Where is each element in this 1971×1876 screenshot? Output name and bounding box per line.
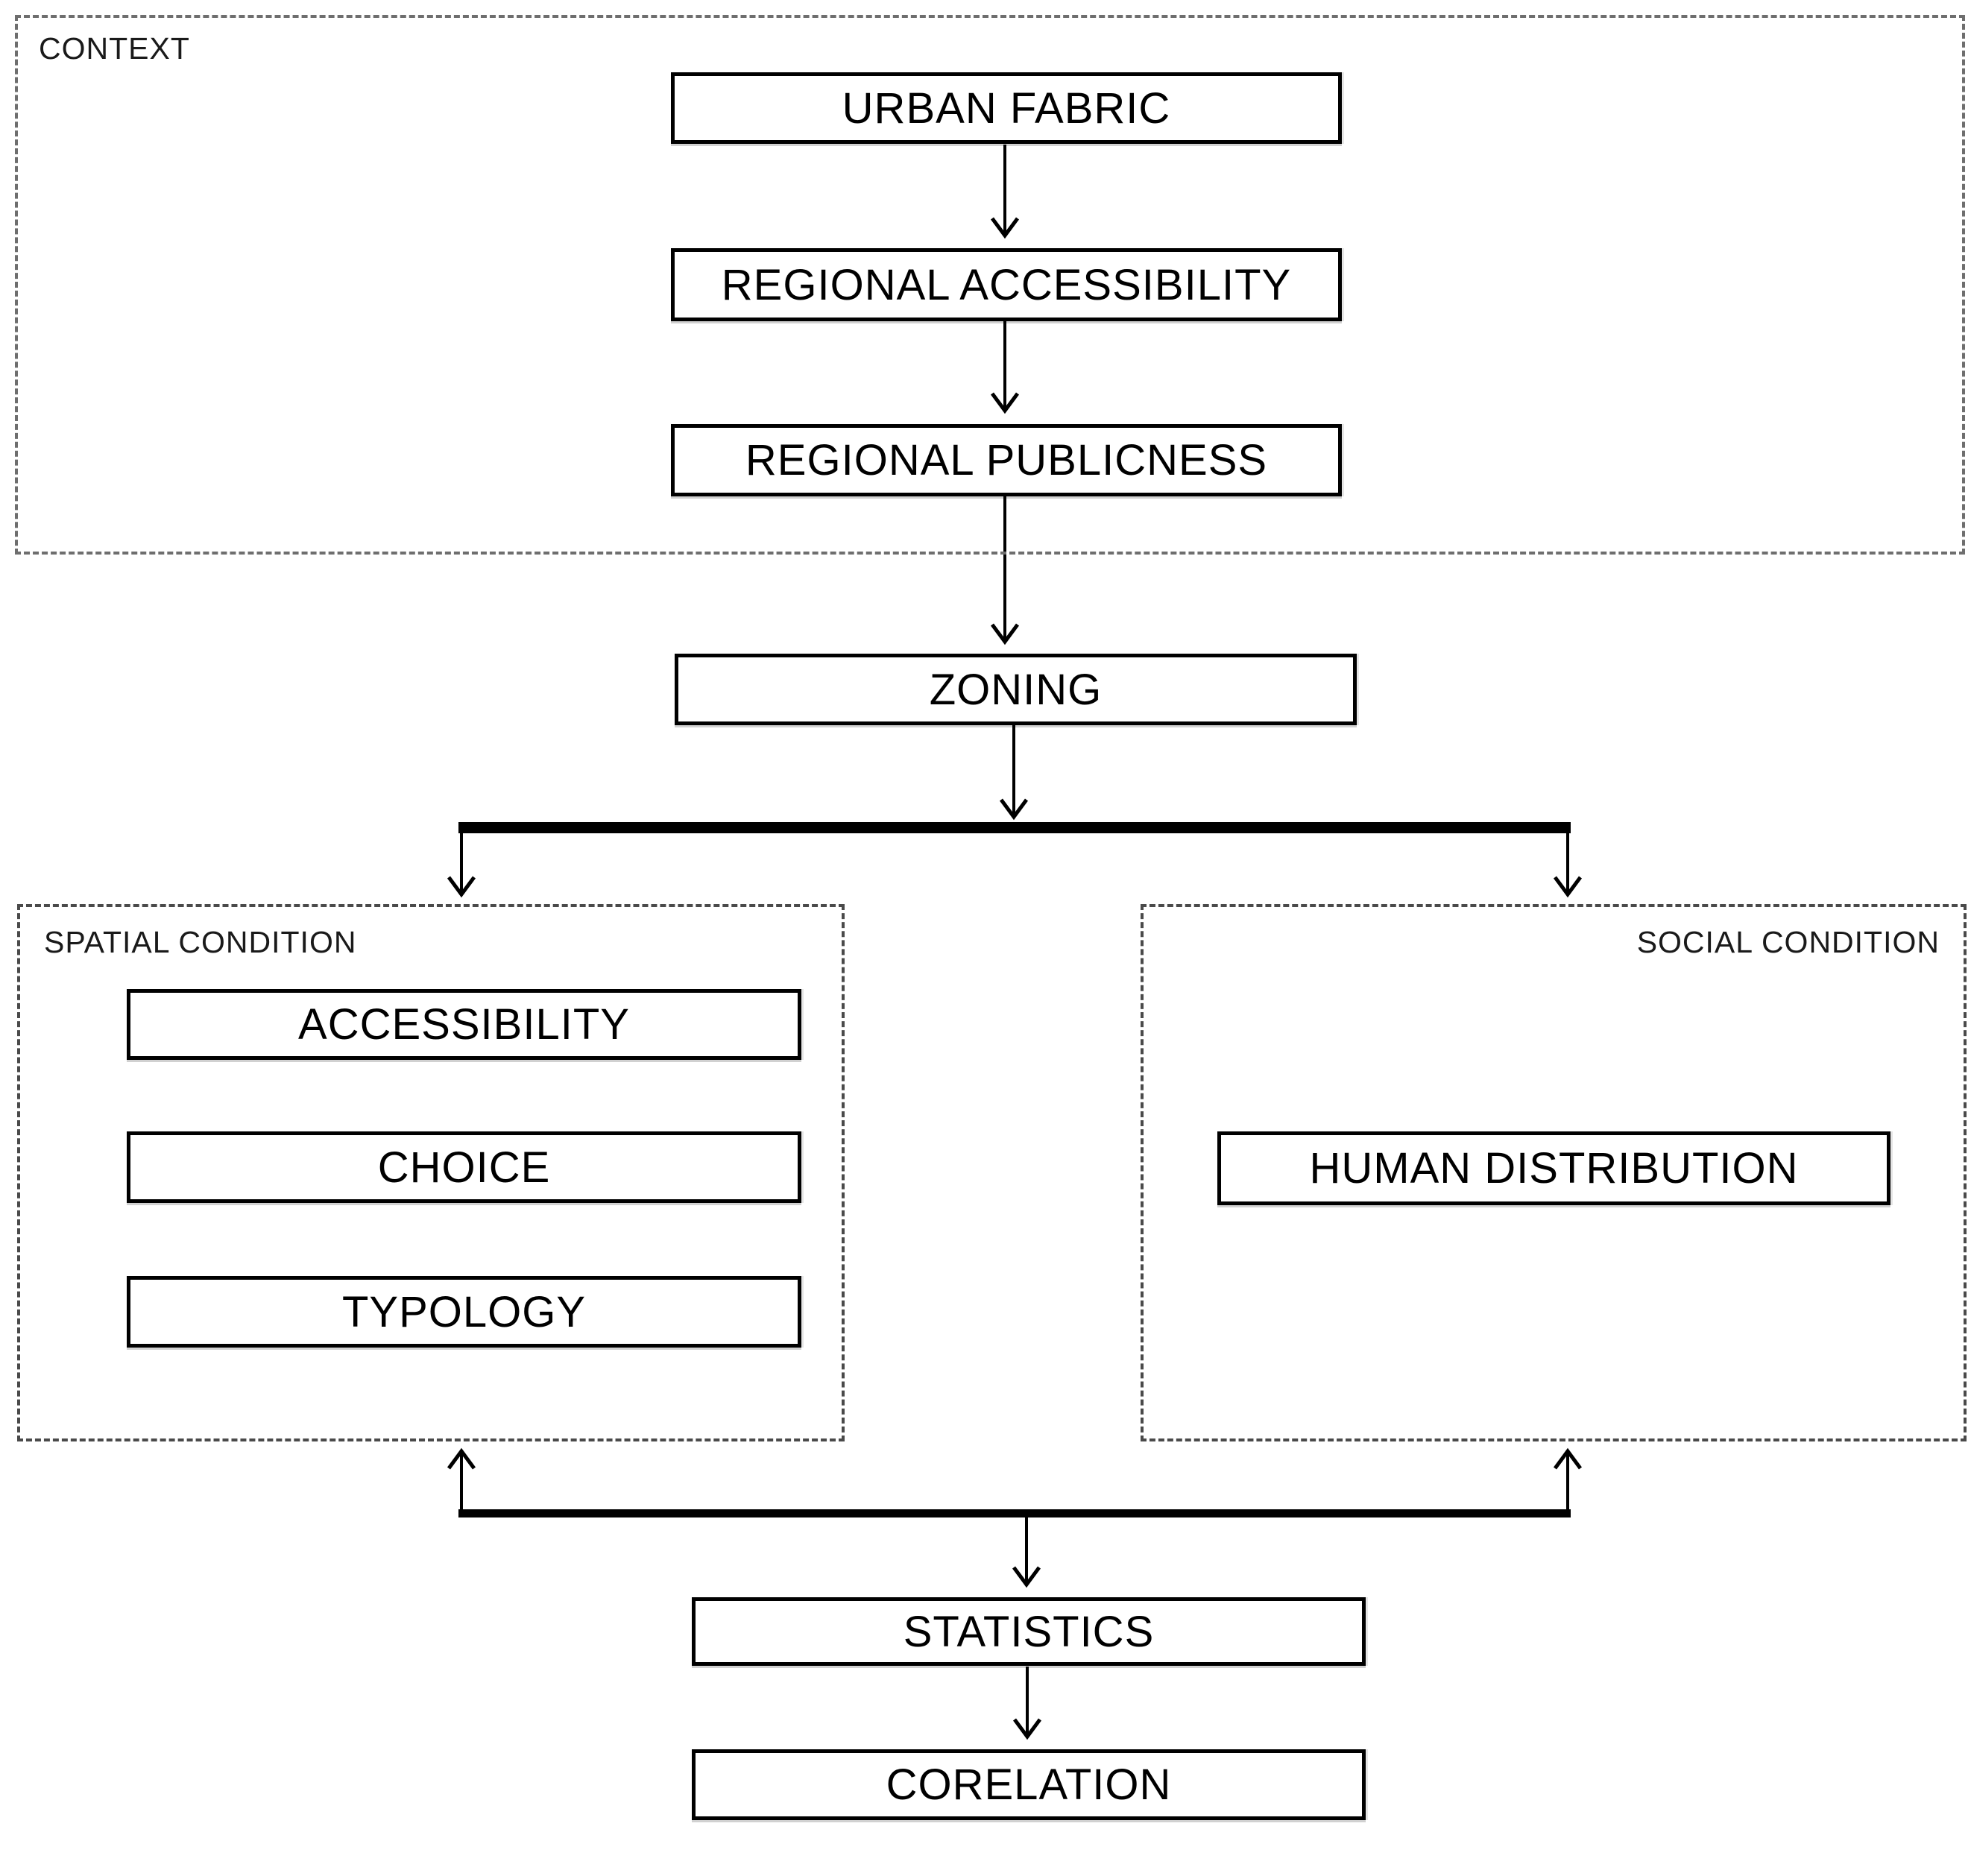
split-bar (458, 822, 1571, 833)
node-zoning: ZONING (675, 654, 1357, 725)
node-regional-accessibility-label: REGIONAL ACCESSIBILITY (721, 260, 1292, 309)
node-human-distribution-label: HUMAN DISTRIBUTION (1309, 1144, 1799, 1193)
node-statistics: STATISTICS (692, 1597, 1366, 1666)
node-urban-fabric-label: URBAN FABRIC (842, 83, 1171, 133)
node-typology-label: TYPOLOGY (341, 1287, 587, 1336)
node-human-distribution: HUMAN DISTRIBUTION (1217, 1131, 1890, 1205)
node-urban-fabric: URBAN FABRIC (671, 72, 1342, 144)
node-zoning-label: ZONING (929, 665, 1103, 714)
context-group-label: CONTEXT (39, 31, 190, 66)
node-accessibility: ACCESSIBILITY (127, 989, 801, 1060)
node-corelation-label: CORELATION (886, 1760, 1172, 1809)
node-statistics-label: STATISTICS (903, 1607, 1155, 1656)
node-regional-publicness: REGIONAL PUBLICNESS (671, 424, 1342, 496)
node-corelation: CORELATION (692, 1749, 1366, 1820)
node-regional-accessibility: REGIONAL ACCESSIBILITY (671, 248, 1342, 321)
node-choice-label: CHOICE (377, 1143, 551, 1192)
context-group-box: CONTEXT (15, 15, 1965, 555)
node-accessibility-label: ACCESSIBILITY (298, 1000, 630, 1049)
node-choice: CHOICE (127, 1131, 801, 1203)
join-bar (458, 1509, 1571, 1517)
node-typology: TYPOLOGY (127, 1276, 801, 1348)
spatial-condition-group-box: SPATIAL CONDITION (17, 904, 845, 1441)
social-condition-group-box: SOCIAL CONDITION (1141, 904, 1967, 1441)
spatial-condition-group-label: SPATIAL CONDITION (44, 925, 357, 959)
social-condition-group-label: SOCIAL CONDITION (1636, 925, 1940, 959)
node-regional-publicness-label: REGIONAL PUBLICNESS (745, 436, 1268, 484)
